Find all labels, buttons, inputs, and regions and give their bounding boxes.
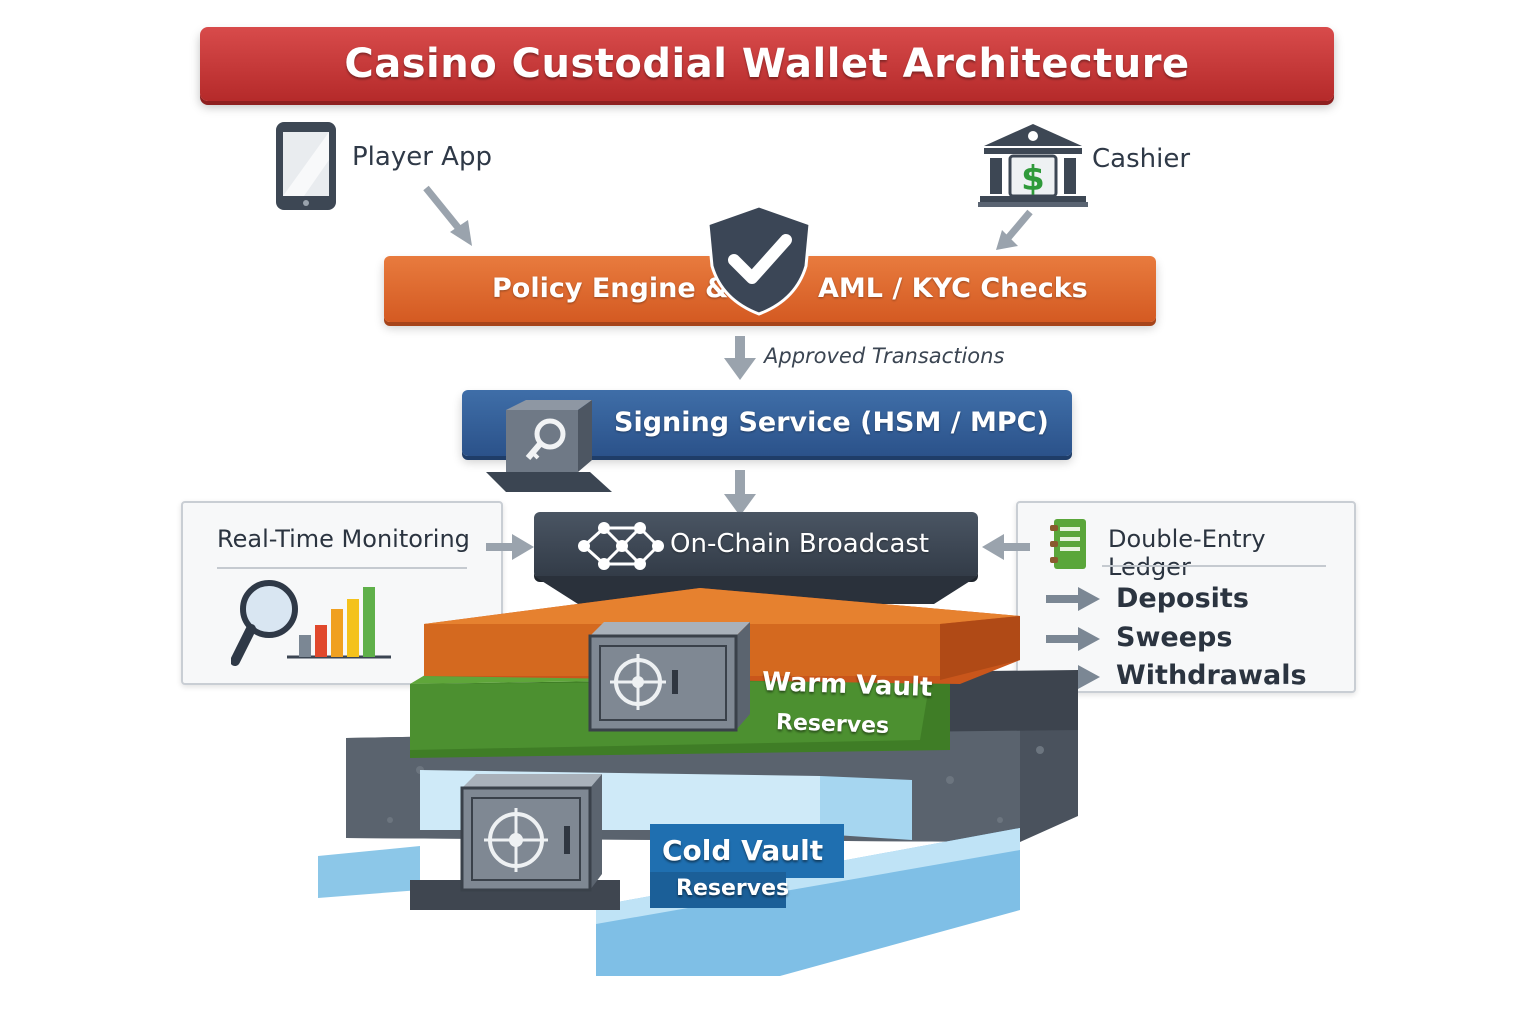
ledger-panel: Double-Entry Ledger Deposits Sweeps With… — [1016, 501, 1356, 693]
player-to-policy-arrow — [423, 185, 472, 246]
policy-engine-label: Policy Engine & — [492, 273, 729, 304]
cold-vault-label-panel — [650, 824, 844, 878]
cold-vault-label: Cold Vault — [662, 834, 824, 867]
cold-vault-safe-icon — [460, 774, 602, 892]
ledger-item-withdrawals: Withdrawals — [1116, 660, 1307, 691]
ledger-item-deposits: Deposits — [1116, 583, 1249, 614]
broadcast-label: On-Chain Broadcast — [670, 529, 930, 559]
ledger-book-icon — [1050, 519, 1086, 569]
bank-icon: $ — [978, 124, 1088, 207]
deposits-arrow — [1046, 587, 1100, 611]
key-safe-icon — [486, 400, 612, 492]
shield-check-icon — [706, 204, 812, 316]
ledger-item-sweeps: Sweeps — [1116, 622, 1233, 653]
vault-safe-icon — [588, 622, 750, 732]
approved-arrow — [724, 336, 756, 380]
monitoring-divider — [217, 567, 467, 569]
cold-vault-sub-panel — [650, 872, 786, 908]
cashier-label: Cashier — [1092, 144, 1191, 174]
signing-service-label: Signing Service (HSM / MPC) — [614, 407, 1049, 438]
tablet-icon — [276, 122, 336, 210]
magnifier-chart-icon — [231, 580, 391, 666]
player-app-label: Player App — [352, 142, 492, 172]
ledger-to-broadcast-arrow — [982, 534, 1030, 560]
page-title: Casino Custodial Wallet Architecture — [344, 41, 1190, 87]
cold-vault-reserves-label: Reserves — [676, 876, 790, 901]
aml-kyc-label: AML / KYC Checks — [818, 273, 1088, 304]
monitoring-to-broadcast-arrow — [486, 534, 534, 560]
cashier-to-policy-arrow — [996, 209, 1033, 250]
ledger-divider — [1102, 565, 1326, 567]
signing-to-broadcast-arrow — [724, 470, 756, 516]
warm-vault-label: Warm Vault — [761, 667, 933, 703]
title-banner: Casino Custodial Wallet Architecture — [200, 27, 1334, 101]
network-icon — [578, 522, 664, 570]
approved-transactions-label: Approved Transactions — [764, 344, 1005, 368]
svg-text:$: $ — [1021, 159, 1045, 199]
sweeps-arrow — [1046, 627, 1100, 651]
monitoring-title: Real-Time Monitoring — [217, 525, 470, 553]
warm-vault-reserves-label: Reserves — [775, 710, 890, 739]
ledger-title: Double-Entry Ledger — [1108, 525, 1266, 581]
broadcast-bar: On-Chain Broadcast — [534, 512, 978, 578]
